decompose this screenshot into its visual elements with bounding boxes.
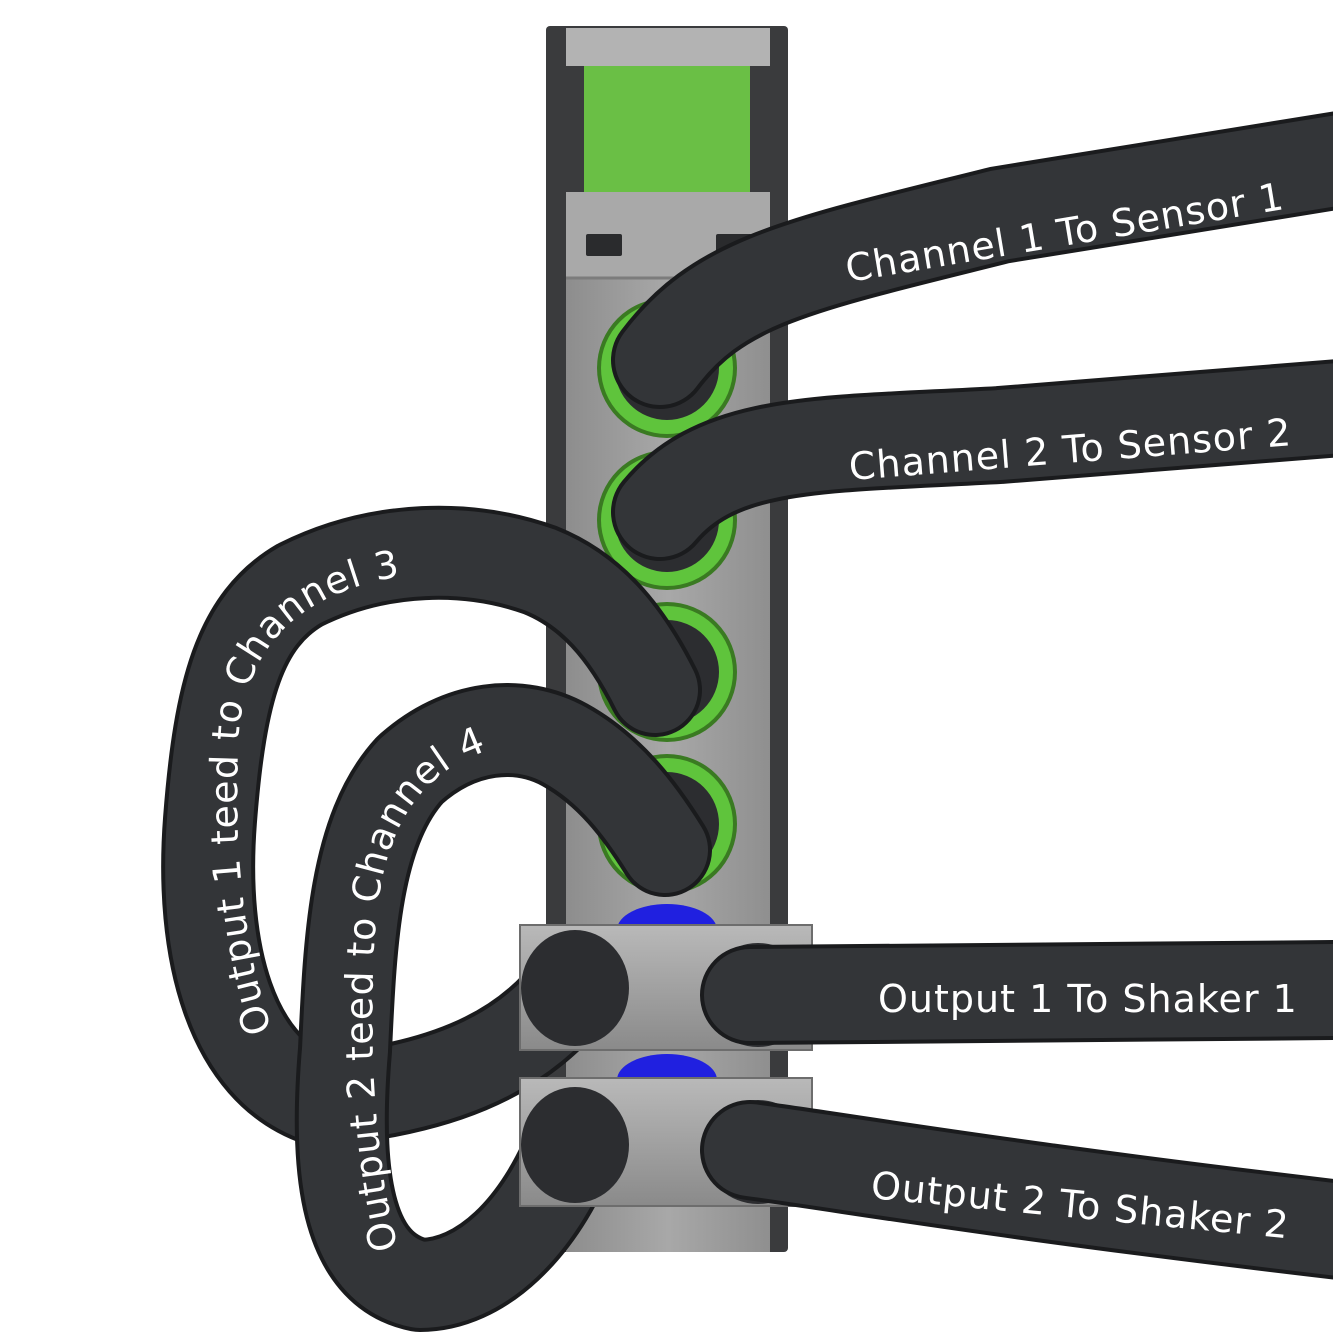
cable-channel-1-to-sensor-1 (611, 111, 1333, 409)
top-cap (566, 28, 770, 66)
tee-2-left-port (521, 1087, 629, 1203)
cable-channel-2-to-sensor-2 (611, 359, 1333, 561)
green-display (584, 66, 750, 192)
button-left[interactable] (586, 234, 622, 256)
cable-output-1-to-shaker-1 (700, 940, 1333, 1045)
cable-output-2-to-channel-4 (294, 683, 712, 1332)
label-output-1-to-shaker-1: Output 1 To Shaker 1 (878, 977, 1298, 1021)
tee-1-left-port (521, 930, 629, 1046)
cable-output-2-to-shaker-2 (700, 1100, 1333, 1280)
